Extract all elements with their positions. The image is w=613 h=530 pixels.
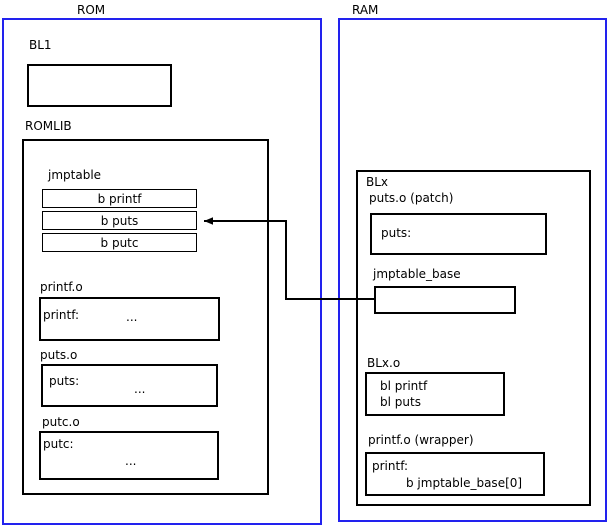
blx-label: BLx [366, 175, 389, 189]
jmptable-base-box [374, 286, 516, 314]
blx-o-line-1: bl printf [380, 379, 428, 393]
printf-o-label: printf.o [40, 280, 83, 294]
puts-patch-symbol: puts: [381, 226, 412, 240]
puts-patch-label: puts.o (patch) [369, 191, 454, 205]
printf-wrapper-branch: b jmptable_base[0] [406, 476, 523, 490]
bl1-label: BL1 [29, 38, 52, 52]
printf-wrapper-label: printf.o (wrapper) [368, 433, 474, 447]
jmptable-row-2: b putc [42, 233, 197, 252]
puts-o-box: puts: ... [41, 364, 218, 407]
blx-o-box: bl printf bl puts [365, 372, 505, 416]
putc-o-label: putc.o [42, 415, 80, 429]
putc-o-symbol: putc: [43, 437, 74, 451]
printf-o-symbol: printf: [43, 308, 80, 322]
printf-wrapper-symbol: printf: [372, 459, 409, 473]
puts-o-label: puts.o [40, 348, 78, 362]
bl1-box [27, 64, 172, 107]
ram-region-label: RAM [352, 3, 379, 17]
puts-patch-box: puts: [370, 213, 547, 255]
putc-o-body: ... [125, 454, 137, 468]
puts-o-body: ... [134, 382, 146, 396]
jmptable-base-label: jmptable_base [373, 267, 461, 281]
printf-o-body: ... [126, 310, 138, 324]
blx-o-line-2: bl puts [380, 395, 421, 409]
printf-o-box: printf: ... [39, 297, 220, 341]
jmptable-row-1: b puts [42, 211, 197, 230]
printf-wrapper-box: printf: b jmptable_base[0] [365, 452, 545, 496]
rom-region-label: ROM [77, 3, 106, 17]
blx-o-label: BLx.o [367, 356, 401, 370]
puts-o-symbol: puts: [49, 374, 80, 388]
jmptable-row-0: b printf [42, 189, 197, 208]
putc-o-box: putc: ... [39, 431, 219, 480]
jmptable-label: jmptable [48, 168, 102, 182]
romlib-label: ROMLIB [25, 119, 72, 133]
